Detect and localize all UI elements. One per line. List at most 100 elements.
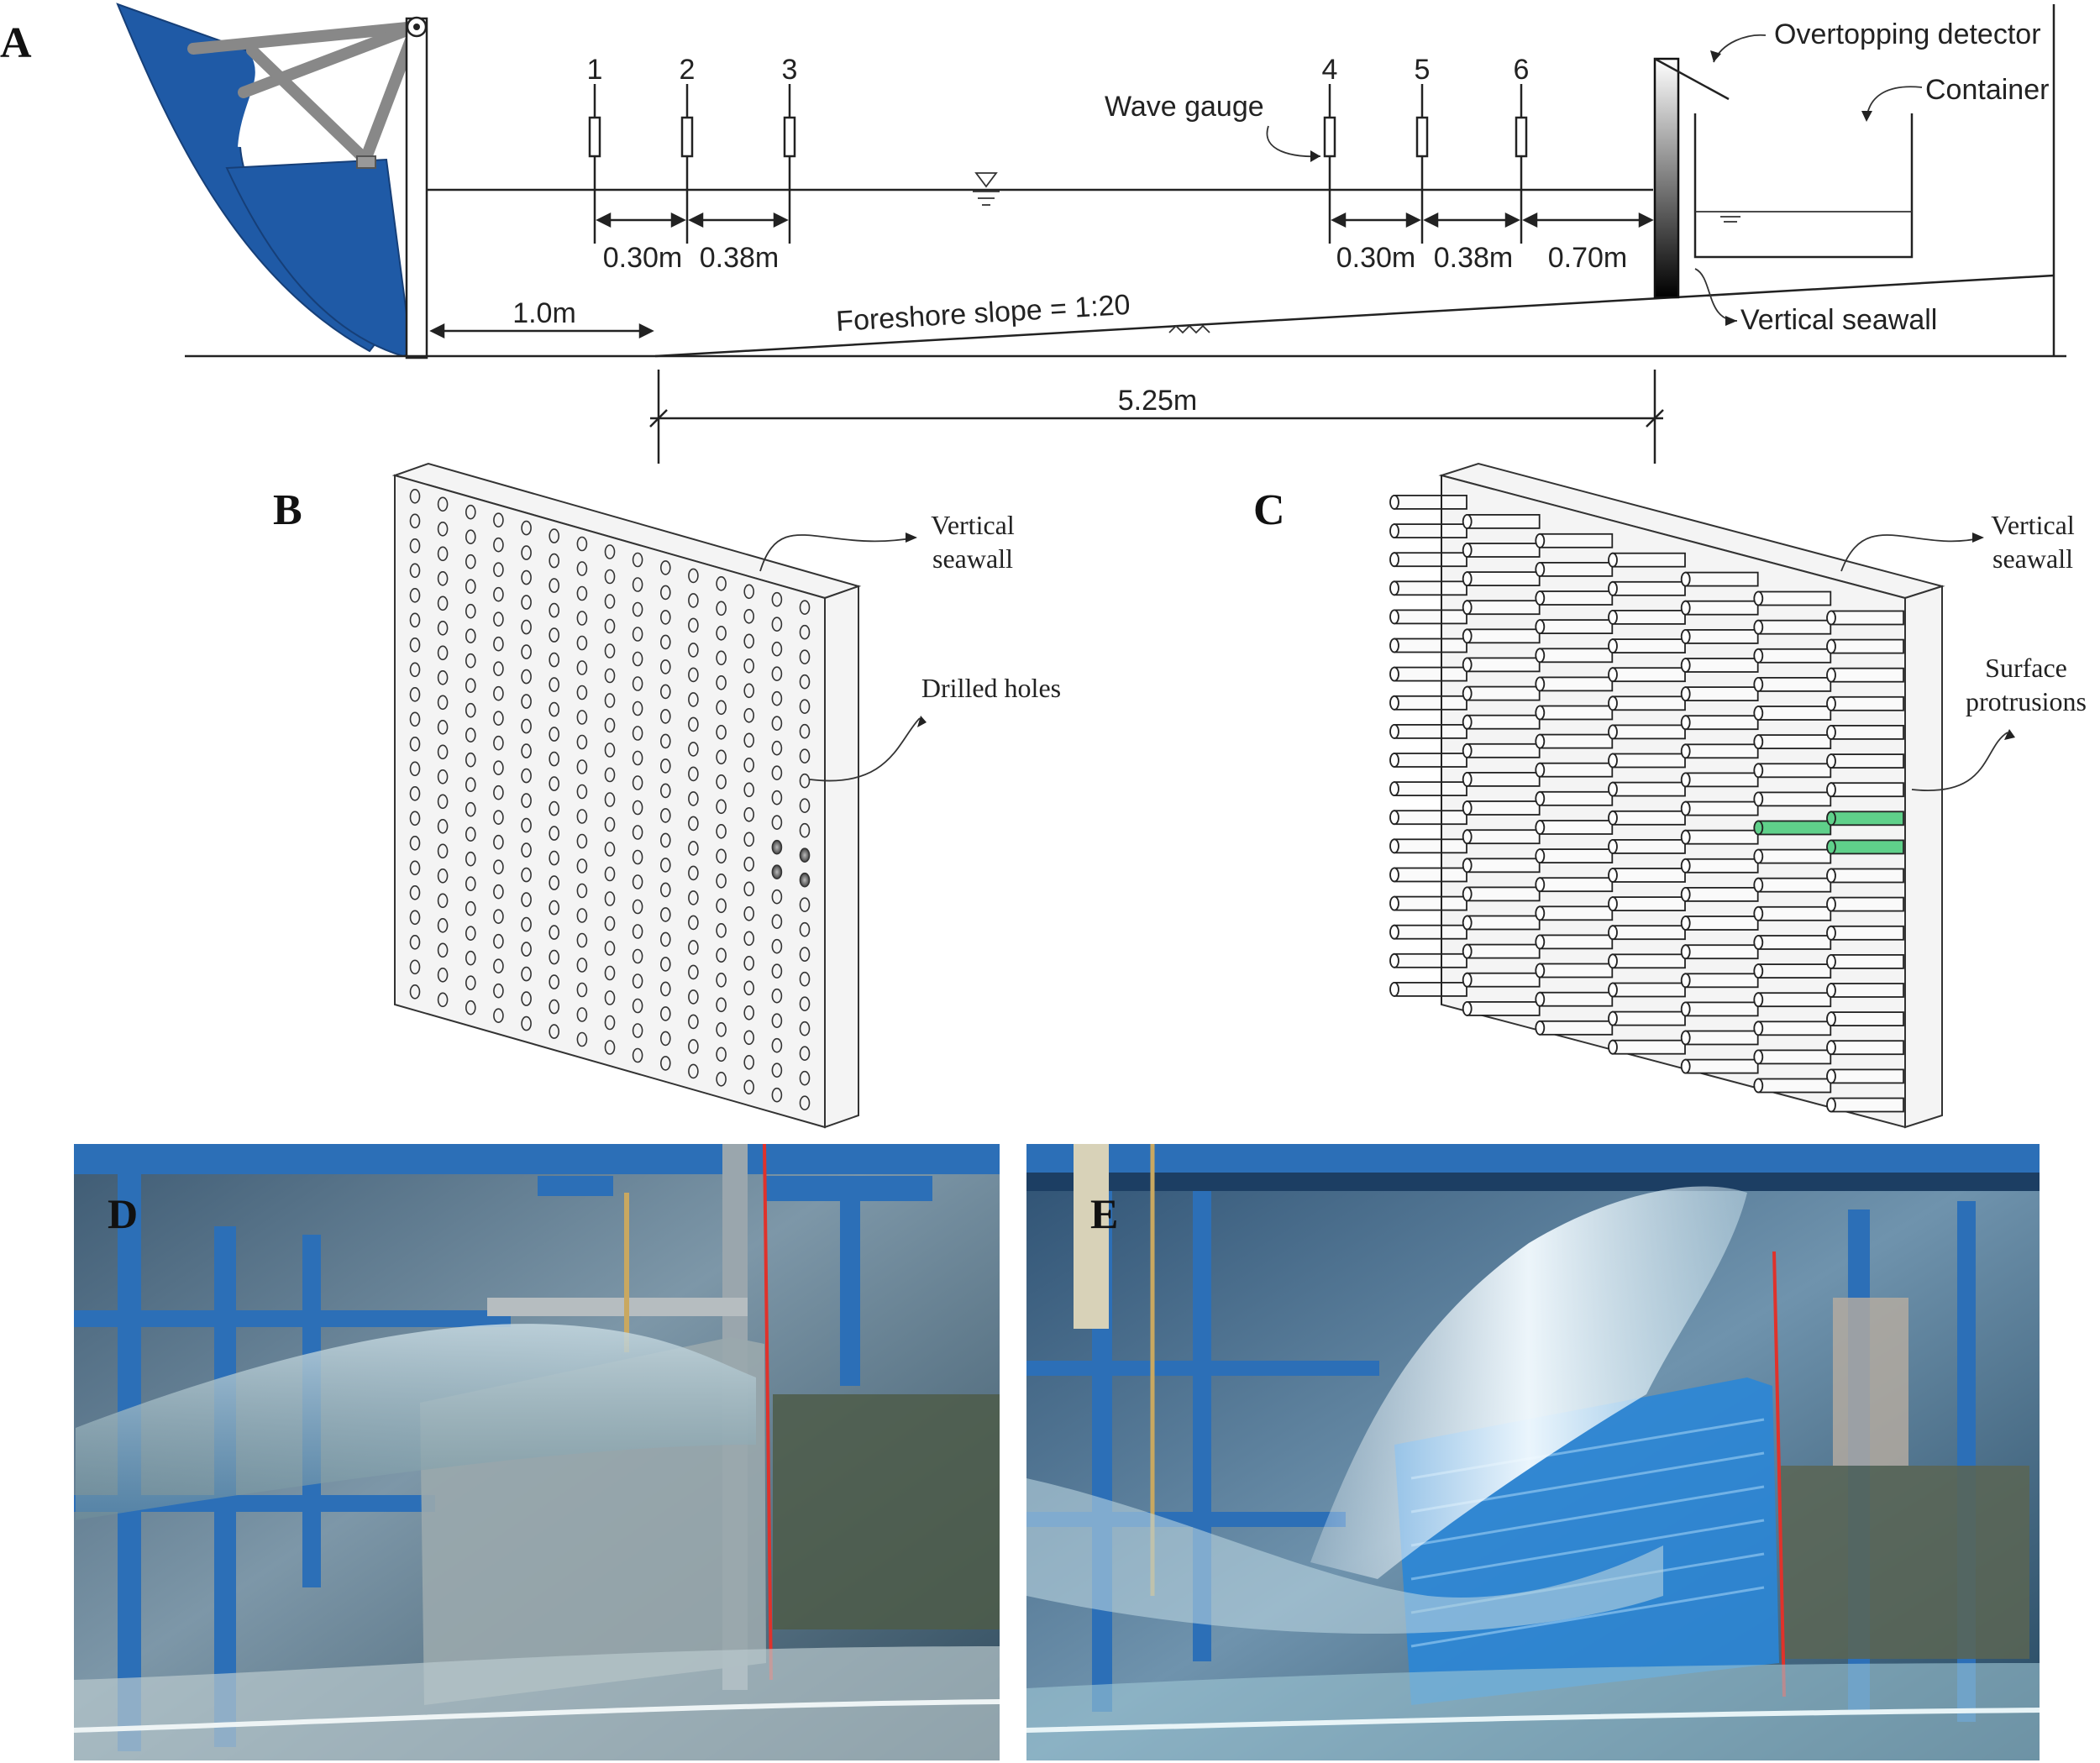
drilled-hole xyxy=(743,1005,755,1021)
drilled-hole xyxy=(799,748,811,764)
drilled-hole xyxy=(437,992,449,1008)
drilled-hole xyxy=(465,628,476,644)
gauge-number: 5 xyxy=(1415,54,1431,86)
surface-protrusion xyxy=(1684,887,1759,902)
drilled-hole xyxy=(799,1095,811,1110)
drilled-hole xyxy=(549,528,560,543)
protrusion-end-cap xyxy=(1462,685,1473,701)
container-box xyxy=(1693,113,1914,259)
dim-g5-g6: 0.38m xyxy=(1434,242,1514,274)
drilled-hole xyxy=(632,726,643,741)
drilled-hole xyxy=(409,959,421,975)
protrusion-end-cap xyxy=(1826,1040,1836,1056)
protrusion-end-cap xyxy=(1753,706,1764,721)
surface-protrusion xyxy=(1612,953,1686,969)
panel-b-letter: B xyxy=(273,486,302,534)
drilled-hole xyxy=(465,975,476,990)
surface-protrusion xyxy=(1466,943,1541,959)
surface-protrusion xyxy=(1394,753,1467,768)
protrusion-end-cap xyxy=(1389,552,1399,568)
protrusion-end-cap xyxy=(1389,666,1399,682)
drilled-hole xyxy=(799,822,811,838)
gauge-2: 2 xyxy=(680,54,696,244)
protrusion-end-cap xyxy=(1462,858,1473,874)
drilled-hole xyxy=(549,900,560,916)
protrusion-end-cap xyxy=(1535,705,1546,721)
drilled-hole xyxy=(659,733,671,749)
drilled-hole xyxy=(771,864,783,879)
photo-d-letter: D xyxy=(108,1190,138,1237)
protrusion-end-cap xyxy=(1753,877,1764,893)
protrusion-end-cap xyxy=(1608,839,1618,854)
protrusion-end-cap xyxy=(1462,915,1473,931)
surface-protrusion xyxy=(1612,724,1686,740)
drilled-hole xyxy=(659,882,671,898)
drilled-hole xyxy=(576,858,588,874)
drilled-hole xyxy=(521,569,532,585)
drilled-hole xyxy=(716,947,727,963)
surface-protrusion xyxy=(1684,715,1759,731)
drilled-hole xyxy=(799,723,811,739)
protrusions-label-1: Surface xyxy=(1985,653,2067,683)
drilled-hole xyxy=(437,719,449,735)
surface-protrusion xyxy=(1684,658,1759,673)
drilled-hole xyxy=(604,544,616,559)
surface-protrusion xyxy=(1466,742,1541,758)
drilled-hole xyxy=(549,999,560,1015)
surface-protrusion xyxy=(1612,896,1686,911)
drilled-hole xyxy=(549,875,560,890)
drilled-hole xyxy=(576,809,588,824)
drilled-hole xyxy=(799,921,811,937)
drilled-hole xyxy=(716,997,727,1013)
surface-protrusion xyxy=(1684,973,1759,989)
drilled-hole xyxy=(659,659,671,674)
drilled-hole xyxy=(604,569,616,585)
surface-protrusion xyxy=(1466,543,1541,558)
drilled-hole xyxy=(493,611,504,627)
drilled-hole xyxy=(493,512,504,528)
drilled-hole xyxy=(743,757,755,773)
gauge-number: 2 xyxy=(680,54,696,86)
surface-protrusion xyxy=(1757,619,1832,635)
drilled-hole xyxy=(576,536,588,552)
drilled-hole xyxy=(437,496,449,512)
drilled-hole xyxy=(437,570,449,586)
drilled-hole xyxy=(659,1056,671,1071)
drilled-hole xyxy=(465,504,476,520)
protrusion-end-cap xyxy=(1389,638,1399,653)
protrusion-end-cap xyxy=(1608,638,1618,653)
drilled-hole xyxy=(549,974,560,989)
drilled-hole xyxy=(493,810,504,826)
surface-protrusion xyxy=(1394,895,1467,911)
drilled-hole xyxy=(465,826,476,842)
protrusion-end-cap xyxy=(1535,991,1546,1007)
drilled-hole xyxy=(799,773,811,789)
drilled-hole xyxy=(437,620,449,636)
bed-hatch-symbol xyxy=(1168,324,1210,334)
protrusions-label-2: protrusions xyxy=(1966,686,2087,716)
protrusion-end-cap xyxy=(1826,868,1836,884)
drilled-hole xyxy=(659,1031,671,1047)
panel-b-wall-label-2: seawall xyxy=(932,543,1013,574)
surface-protrusion xyxy=(1830,782,1904,798)
drilled-holes-label: Drilled holes xyxy=(921,673,1061,703)
drilled-hole xyxy=(437,521,449,537)
drilled-hole xyxy=(465,529,476,545)
drilled-hole xyxy=(799,847,811,863)
drilled-hole xyxy=(576,759,588,774)
surface-protrusion xyxy=(1394,952,1467,968)
drilled-hole xyxy=(604,693,616,708)
surface-protrusion xyxy=(1394,609,1467,625)
drilled-hole xyxy=(604,792,616,807)
surface-protrusion xyxy=(1830,1011,1904,1026)
panel-c-wall-label-1: Vertical xyxy=(1991,510,2075,540)
protrusion-end-cap xyxy=(1535,733,1546,749)
protrusion-end-cap xyxy=(1826,610,1836,626)
drilled-hole xyxy=(632,577,643,592)
drilled-hole xyxy=(771,1013,783,1028)
protrusion-end-cap xyxy=(1680,686,1691,701)
surface-protrusion xyxy=(1684,858,1759,874)
surface-protrusion xyxy=(1757,1021,1832,1036)
surface-protrusion xyxy=(1539,820,1614,835)
surface-protrusion xyxy=(1684,1030,1759,1046)
